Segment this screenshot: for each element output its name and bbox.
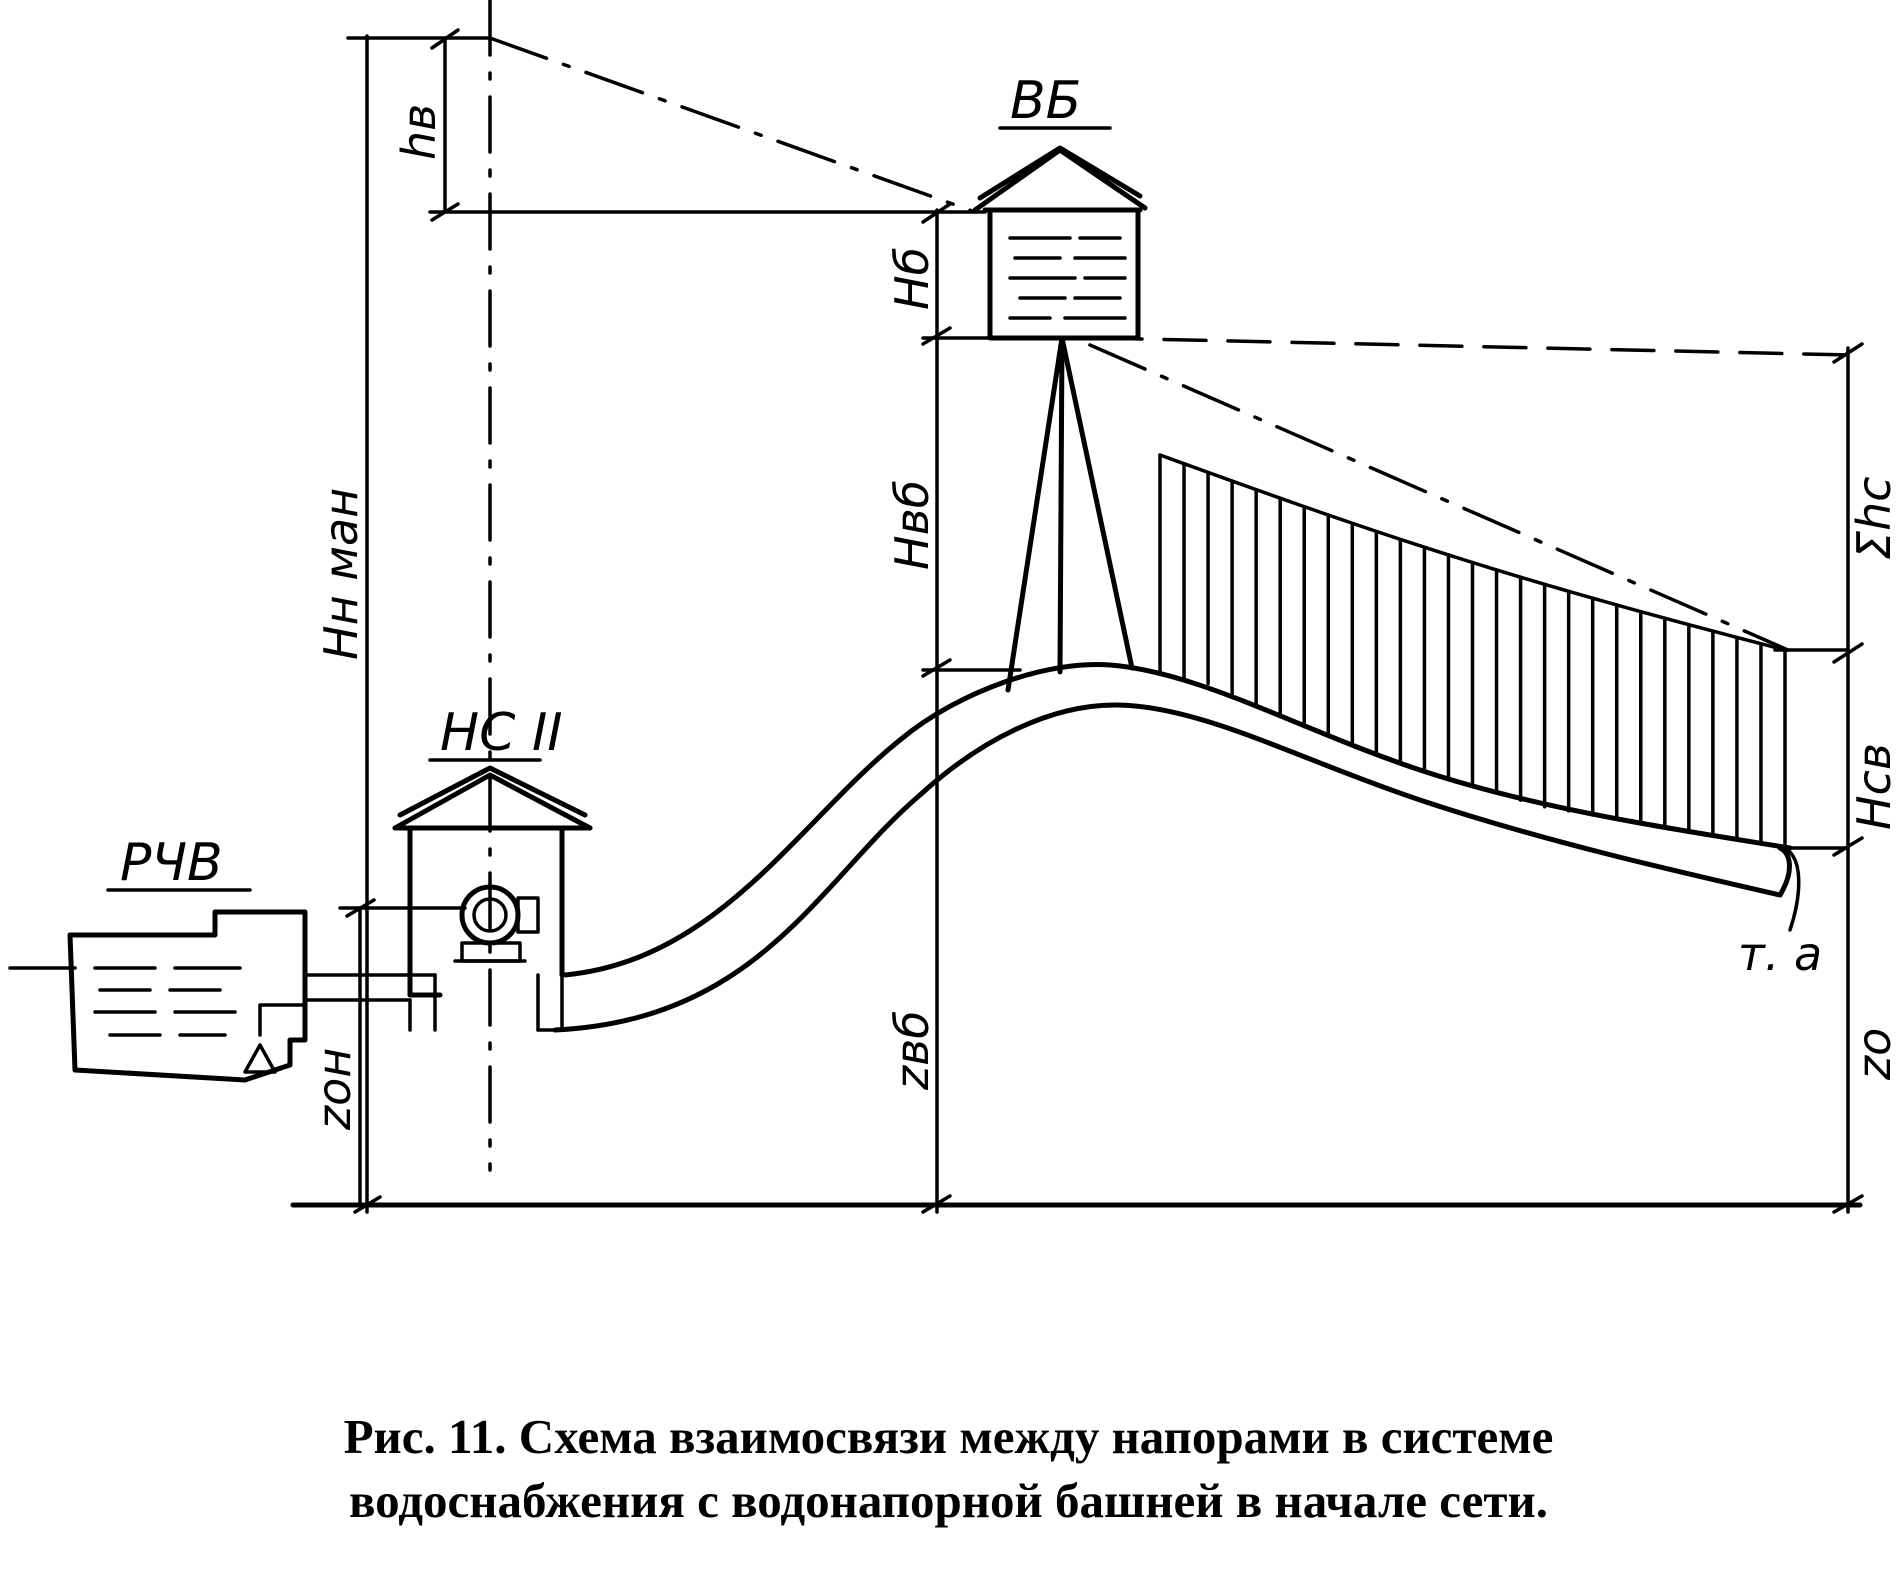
hatch-top-boundary [1158, 453, 1787, 652]
figure-caption: Рис. 11. Схема взаимосвязи между напорам… [0, 1405, 1897, 1533]
hsv-label: Hсв [1847, 743, 1897, 830]
hv-label: hв [392, 104, 446, 160]
zvb-label: zвб [885, 1010, 939, 1091]
terrain-upper-line [562, 661, 1793, 978]
caption-line-1: Рис. 11. Схема взаимосвязи между напорам… [343, 1409, 1554, 1464]
vb-label: ВБ [1010, 71, 1081, 131]
hvb-label: Hвб [885, 480, 939, 570]
zon-label: zон [307, 1048, 361, 1131]
water-tower [972, 145, 1148, 693]
z0-label: zо [1847, 1028, 1897, 1081]
point-a-pointer [1783, 846, 1801, 932]
point-a-pipe-end [1777, 845, 1792, 898]
point-a-label: т. а [1738, 927, 1822, 981]
tower-base-dashed-line [1098, 336, 1852, 357]
piezometric-line-upper [488, 36, 977, 214]
right-tick-mid1 [1832, 642, 1864, 664]
zon-tick [345, 898, 376, 918]
hb-tick-top [921, 202, 952, 224]
terrain-lower-line [552, 702, 1783, 1033]
sum-hc-label: Σhc [1847, 476, 1897, 560]
right-tick-bottom [1832, 1194, 1864, 1214]
hb-label: Hб [885, 247, 939, 310]
hvb-tick-bottom [921, 658, 952, 678]
clean-water-reservoir [8, 909, 308, 1083]
piezometric-line-lower [1088, 343, 1790, 652]
zvb-tick-bottom [921, 1194, 952, 1214]
pump-station [392, 765, 593, 998]
right-tick-top [1832, 342, 1864, 364]
hv-tick-top [430, 28, 460, 50]
hnman-label: Hн ман [314, 488, 368, 660]
hnman-tick-bottom [353, 1195, 382, 1214]
caption-line-2: водоснабжения с водонапорной башней в на… [349, 1473, 1548, 1528]
ns2-label: НС II [440, 703, 563, 763]
free-head-hatching [1158, 453, 1787, 850]
hb-tick-bottom [921, 326, 952, 346]
rchv-label: РЧВ [120, 833, 223, 893]
